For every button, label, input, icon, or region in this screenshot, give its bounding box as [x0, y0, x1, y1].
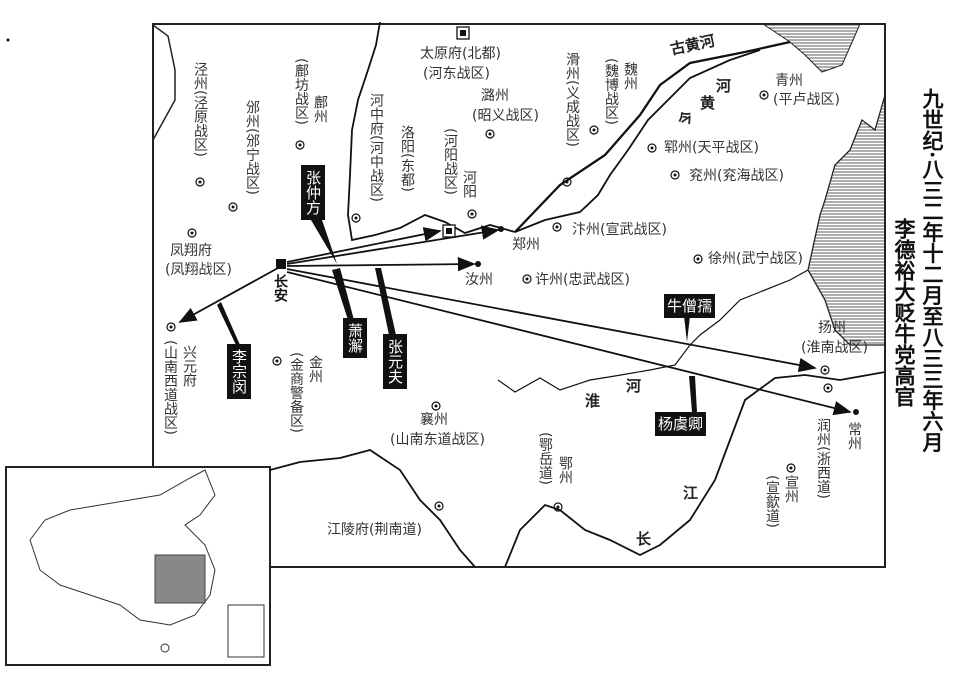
old-yellow-river: [514, 40, 791, 233]
changan-capital-marker: [276, 259, 286, 269]
map-title-date: 九世纪·八三二年十二月至八三三年六月: [920, 88, 945, 453]
river-label: 河: [626, 377, 642, 395]
place-label: 青州: [775, 73, 803, 89]
inset-frame: [5, 466, 271, 666]
river-label: 黄: [700, 94, 716, 112]
place-label: 潞州: [481, 88, 509, 104]
place-label: 润州(浙西道): [815, 418, 831, 499]
official-label-xiao-xie: 萧澥: [343, 318, 367, 358]
place-label: (鄜坊战区): [293, 58, 309, 125]
place-label: 滑州(义成战区): [564, 52, 580, 147]
map-title-event: 李德裕大贬牛党高官: [892, 218, 917, 407]
place-label: 江陵府(荆南道): [327, 522, 422, 538]
place-label: (河阳战区): [442, 128, 458, 195]
official-label-yang-yuqing: 杨虞卿: [655, 412, 707, 436]
place-label: 扬州: [818, 320, 846, 336]
place-label: 魏州: [622, 62, 638, 90]
place-label: (凤翔战区): [165, 262, 232, 278]
place-label: 汴州(宣武战区): [572, 222, 667, 238]
place-label: 洛阳(东都): [399, 125, 415, 192]
place-label: 邠州(邠宁战区): [244, 100, 260, 195]
place-label-changan: 长安: [272, 274, 288, 302]
place-label: 郓州(天平战区): [664, 140, 759, 156]
official-label-zhang-zhongfang: 张仲方: [301, 165, 325, 220]
place-label: 凤翔府: [170, 243, 212, 259]
place-label: 宣州: [783, 475, 799, 503]
place-label: (昭义战区): [472, 108, 539, 124]
place-label: 襄州: [420, 412, 448, 428]
place-label: (河东战区): [423, 66, 490, 82]
sea: [761, 23, 861, 73]
place-label: (平卢战区): [773, 92, 840, 108]
place-label: 河阳: [461, 170, 477, 198]
river-label: 长: [636, 530, 652, 548]
place-label: 兖州(兖海战区): [689, 168, 784, 184]
river-label: 淮: [585, 392, 601, 410]
huai-river: [497, 269, 809, 393]
place-label: (魏博战区): [603, 58, 619, 125]
new-yellow-river: [514, 49, 761, 233]
official-label-li-zongmin: 李宗闵: [227, 344, 251, 399]
inset-china-map: [29, 469, 265, 658]
place-label: (鄂岳道): [537, 432, 553, 485]
river-label: 江: [683, 484, 699, 502]
yangtze-river: [269, 449, 476, 568]
place-label: 兴元府: [181, 345, 197, 387]
place-label: (山南东道战区): [390, 432, 485, 448]
river-label: 河: [716, 77, 732, 95]
place-label: 徐州(武宁战区): [708, 251, 803, 267]
official-label-zhang-yuanfu: 张元夫: [383, 334, 407, 389]
place-label: 鄂州: [557, 456, 573, 484]
place-label: 许州(忠武战区): [535, 272, 630, 288]
place-label: 金州: [307, 355, 323, 383]
place-label: 鄜州: [312, 95, 328, 123]
place-label: (淮南战区): [801, 340, 868, 356]
place-label: (山南西道战区): [162, 340, 178, 435]
place-label: 泾州(泾原战区): [192, 62, 208, 157]
place-label: (金商警备区): [288, 352, 304, 433]
official-label-niu-sengru: 牛僧孺: [664, 294, 716, 318]
place-label: 常州: [846, 422, 862, 450]
place-label: 郑州: [512, 237, 540, 253]
place-label: 太原府(北都): [420, 46, 501, 62]
place-label: 河中府(河中战区): [368, 93, 384, 202]
place-label: (宣歙道): [764, 475, 780, 528]
place-label: 汝州: [465, 272, 493, 288]
